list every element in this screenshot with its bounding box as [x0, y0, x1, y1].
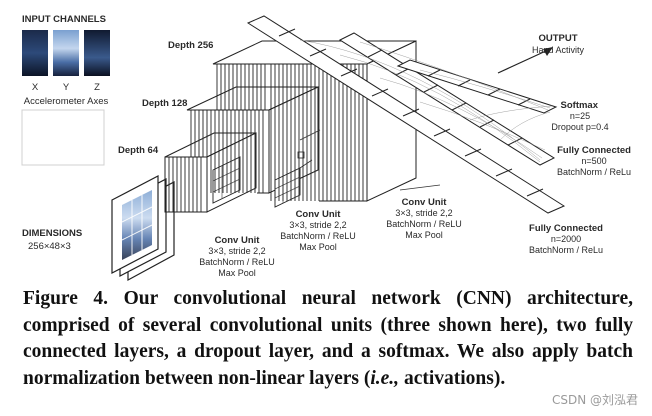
softmax-dropout: Dropout p=0.4: [551, 122, 608, 132]
conv-block-128: [186, 86, 319, 208]
conv-unit-1-line2: BatchNorm / ReLU: [199, 257, 275, 267]
fc-connections: [299, 39, 553, 163]
conv-unit-1-line1: 3×3, stride 2,2: [208, 246, 265, 256]
fc-500-n: n=500: [581, 156, 606, 166]
conv-unit-1-title: Conv Unit: [215, 235, 261, 246]
empty-panel: [21, 109, 105, 166]
conv-unit-3-title: Conv Unit: [402, 197, 448, 208]
fc-500-title: Fully Connected: [557, 145, 631, 156]
caption-text-1: Our convolutional neural network (CNN) a…: [23, 288, 633, 389]
dimensions-title: DIMENSIONS: [22, 228, 82, 239]
caption-text-2: activations).: [399, 367, 506, 389]
conv-unit-3-line2: BatchNorm / ReLU: [386, 219, 462, 229]
depth-128-label: Depth 128: [142, 98, 187, 109]
watermark: CSDN @刘泓君: [551, 393, 638, 407]
softmax-title: Softmax: [561, 100, 599, 111]
output-arrow-head: [543, 47, 553, 56]
fc-2000-title: Fully Connected: [529, 223, 603, 234]
conv-unit-2-line2: BatchNorm / ReLU: [280, 231, 356, 241]
conv-unit-2-line1: 3×3, stride 2,2: [289, 220, 346, 230]
fc-2000-n: n=2000: [551, 234, 581, 244]
output-title: OUTPUT: [538, 33, 577, 44]
depth-64-label: Depth 64: [118, 145, 159, 156]
caption-ie: i.e.,: [370, 367, 400, 389]
input-stack: [111, 175, 175, 282]
conv-unit-2-line3: Max Pool: [299, 242, 337, 252]
depth-256-label: Depth 256: [168, 40, 213, 51]
fc-2000-norm: BatchNorm / ReLu: [529, 245, 603, 255]
output-arrow: [497, 49, 549, 74]
fc-500-norm: BatchNorm / ReLu: [557, 167, 631, 177]
channel-x-label: X: [32, 82, 39, 93]
spectrogram-x: [22, 30, 48, 76]
accelerometer-axes-label: Accelerometer Axes: [24, 96, 109, 107]
spectrogram-y: [53, 30, 79, 76]
channel-z-label: Z: [94, 82, 100, 93]
conv-unit-2-title: Conv Unit: [296, 209, 342, 220]
channel-y-label: Y: [63, 82, 70, 93]
conv-block-64: [164, 132, 257, 213]
conv-unit-1-line3: Max Pool: [218, 268, 256, 278]
dimensions-value: 256×48×3: [28, 241, 71, 252]
conv-unit-3-line3: Max Pool: [405, 230, 443, 240]
input-channels-title: INPUT CHANNELS: [22, 14, 106, 25]
figure-caption: Figure 4. Our convolutional neural netwo…: [23, 286, 633, 392]
spectrogram-z: [84, 30, 110, 76]
fc-2000-layer: [246, 15, 566, 214]
cnn-architecture-diagram: INPUT CHANNELS X Y Z Accelerometer Axes …: [21, 14, 631, 282]
output-subtitle: Hand Activity: [532, 45, 585, 55]
figure-number: Figure 4.: [23, 288, 109, 309]
softmax-layer: [396, 59, 558, 114]
softmax-n: n=25: [570, 111, 590, 121]
conv-unit-3-line1: 3×3, stride 2,2: [395, 208, 452, 218]
